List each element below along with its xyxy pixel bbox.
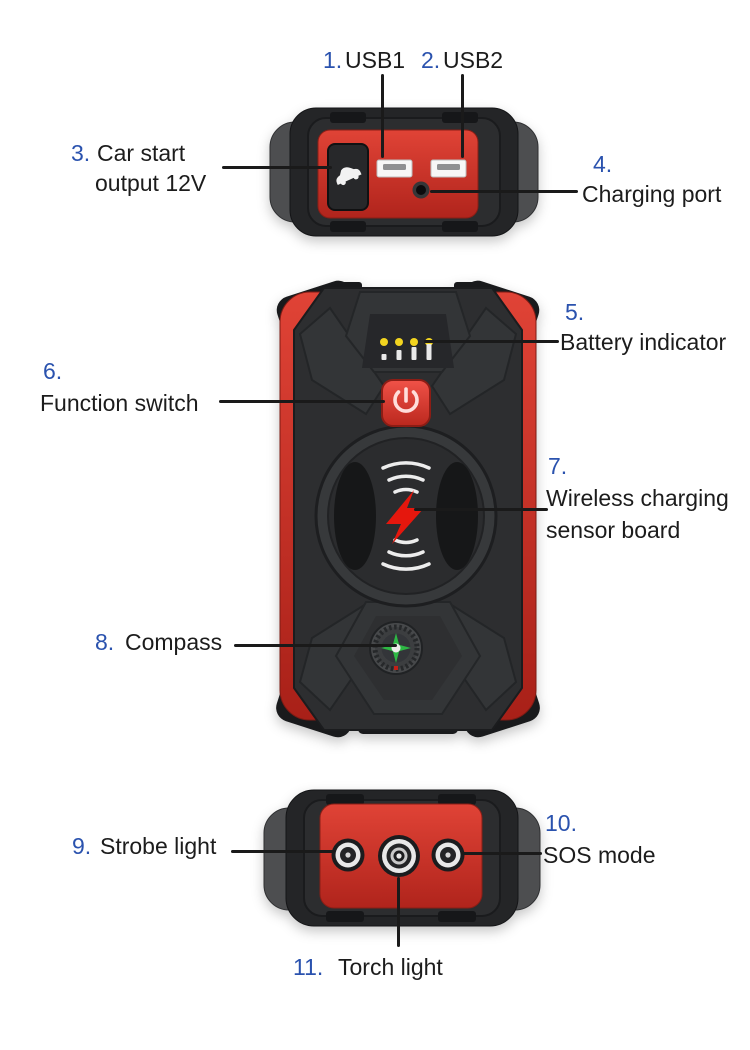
label-compass-number: 8.	[95, 629, 115, 655]
torch-light	[378, 835, 420, 877]
compass-icon	[369, 621, 423, 675]
label-charging-port-text: Charging port	[582, 181, 722, 207]
connector-line-wireless	[414, 508, 548, 511]
device-front-view	[276, 280, 540, 738]
charging-port	[412, 181, 430, 199]
led	[395, 338, 403, 346]
connector-line-battery-indicator	[424, 340, 559, 343]
label-usb2-text: USB2	[443, 47, 504, 73]
led	[380, 338, 388, 346]
label-car-start-text-line1: Car start	[97, 140, 186, 166]
label-strobe-number: 9.	[72, 833, 92, 859]
led	[410, 338, 418, 346]
connector-line-usb2	[461, 74, 464, 158]
connector-line-function-switch	[219, 400, 385, 403]
label-sos-number: 10.	[545, 810, 577, 836]
connector-line-usb1	[381, 74, 384, 158]
label-sos-text: SOS mode	[543, 842, 656, 868]
car-start-port	[327, 143, 369, 211]
connector-line-strobe	[231, 850, 335, 853]
wireless-charging-pad	[314, 424, 498, 608]
connector-line-compass	[234, 644, 397, 647]
frame-tab	[438, 794, 476, 805]
label-function-switch-text: Function switch	[40, 390, 199, 416]
frame-tab	[438, 911, 476, 922]
frame-tab	[330, 221, 366, 232]
led-bar	[396, 350, 402, 360]
wireless-waves-icon	[381, 461, 431, 571]
car-icon	[336, 167, 362, 186]
connector-line-sos	[461, 852, 542, 855]
label-car-start-number: 3.	[71, 140, 91, 166]
label-wireless-number: 7.	[548, 453, 568, 479]
connector-line-car-start	[222, 166, 332, 169]
sos-light	[431, 838, 465, 872]
led-bar	[411, 347, 417, 360]
label-battery-indicator-text: Battery indicator	[560, 329, 727, 355]
label-torch-text: Torch light	[338, 954, 443, 980]
label-usb1-text: USB1	[345, 47, 406, 73]
usb1-port	[376, 159, 413, 178]
led-bar	[381, 354, 387, 360]
label-function-switch-number: 6.	[43, 358, 63, 384]
label-charging-port-number: 4.	[593, 151, 613, 177]
frame-tab	[330, 112, 366, 123]
usb2-port	[430, 159, 467, 178]
frame-tab	[442, 221, 478, 232]
label-usb2-number: 2.	[421, 47, 441, 73]
ridge-wing	[430, 306, 518, 416]
strobe-light	[331, 838, 365, 872]
power-icon	[393, 387, 419, 413]
label-battery-indicator-number: 5.	[565, 299, 585, 325]
label-usb1-number: 1.	[323, 47, 343, 73]
label-strobe-text: Strobe light	[100, 833, 217, 859]
device-bottom-view	[263, 789, 541, 927]
label-torch-number: 11.	[293, 954, 324, 980]
frame-tab	[326, 794, 364, 805]
function-switch-button	[381, 379, 431, 427]
connector-line-charging-port	[430, 190, 578, 193]
label-car-start-text-line2: output 12V	[95, 170, 207, 196]
frame-tab	[326, 911, 364, 922]
label-wireless-text-line1: Wireless charging	[546, 485, 729, 511]
device-top-view	[269, 107, 539, 237]
connector-line-torch	[397, 877, 400, 947]
frame-tab	[442, 112, 478, 123]
lightning-bolt-icon	[386, 490, 424, 544]
led-bar	[426, 344, 432, 360]
label-wireless-text-line2: sensor board	[546, 517, 681, 543]
label-compass-text: Compass	[125, 629, 223, 655]
